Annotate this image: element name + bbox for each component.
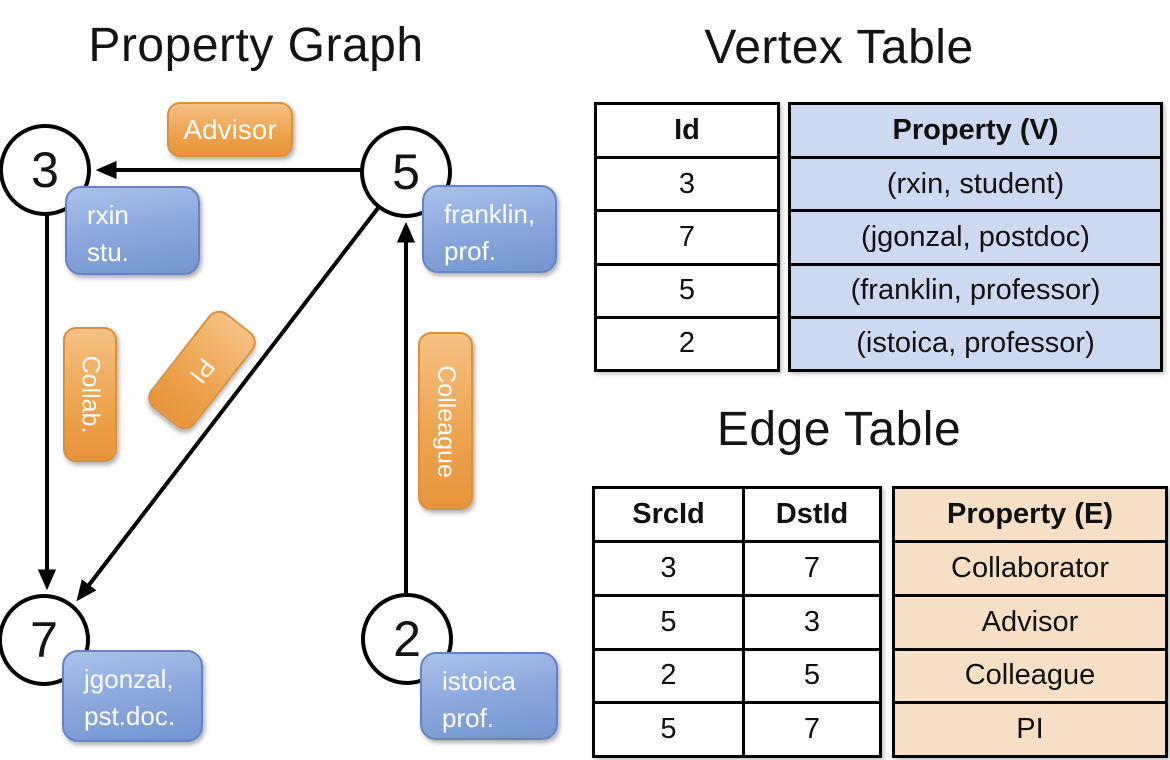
node-properties-7-line2: pst.doc.: [84, 700, 176, 731]
edge-table-property-cell: Advisor: [895, 593, 1165, 648]
edge-label-collab: Collab.: [63, 327, 117, 462]
vertex-table-id-column: Id 3 7 5 2: [594, 102, 780, 372]
node-properties-5-line1: franklin,: [444, 199, 536, 229]
edge-table-srcid-cell: 5: [595, 593, 745, 648]
edge-label-pi: PI: [142, 305, 262, 435]
edge-table-srcid-cell: 3: [595, 540, 745, 594]
edge-table-srcid-cell: 2: [595, 647, 745, 702]
node-properties-5: franklin, prof.: [422, 185, 557, 273]
node-properties-2-line2: prof.: [442, 702, 495, 733]
edge-table-header-property: Property (E): [947, 498, 1113, 530]
node-id-2: 2: [393, 611, 421, 667]
vertex-table-property-cell: (franklin, professor): [791, 262, 1160, 316]
edge-table-property-column: Property (E) Collaborator Advisor Collea…: [892, 486, 1168, 758]
edge-table-property-cell: PI: [895, 701, 1165, 755]
edge-table-dstid-cell: 3: [745, 593, 879, 648]
node-properties-3: rxin stu.: [65, 186, 200, 275]
node-properties-7-line1: jgonzal,: [84, 664, 174, 694]
edge-table-header-srcid: SrcId: [595, 489, 745, 540]
property-graph-title: Property Graph: [88, 19, 424, 72]
vertex-table-header-property: Property (V): [892, 114, 1059, 146]
vertex-table-property-cell: (istoica, professor): [791, 315, 1160, 369]
node-properties-3-line2: stu.: [87, 236, 129, 267]
edge-table-srcid-cell: 5: [595, 701, 745, 755]
edge-label-pi-text: PI: [184, 352, 221, 389]
edge-label-colleague-text: Colleague: [432, 364, 460, 478]
edge-label-collab-text: Collab.: [76, 355, 105, 434]
node-properties-7: jgonzal, pst.doc.: [62, 650, 203, 742]
vertex-table-id-cell: 7: [597, 209, 777, 262]
edge-table-id-columns: SrcId DstId 3 7 5 3 2 5 5 7: [592, 486, 882, 758]
edge-table-dstid-cell: 5: [745, 647, 879, 702]
edge-table-dstid-cell: 7: [745, 701, 879, 755]
edge-table-property-cell: Collaborator: [895, 540, 1165, 594]
node-id-7: 7: [30, 612, 58, 668]
vertex-table-title: Vertex Table: [704, 21, 974, 74]
node-properties-5-line2: prof.: [444, 235, 497, 266]
node-id-5: 5: [392, 144, 420, 200]
edge-table-header-dstid: DstId: [775, 498, 849, 530]
vertex-table-property-cell: (rxin, student): [791, 156, 1160, 209]
node-id-3: 3: [31, 142, 59, 198]
vertex-table-header-id: Id: [674, 114, 700, 146]
edge-table-title: Edge Table: [716, 403, 962, 456]
edge-table-dstid-cell: 7: [745, 540, 879, 594]
node-properties-2-line1: istoica: [442, 666, 516, 696]
node-properties-3-line1: rxin: [87, 200, 129, 230]
vertex-table-property-column: Property (V) (rxin, student) (jgonzal, p…: [788, 102, 1163, 372]
node-properties-2: istoica prof.: [420, 652, 558, 740]
vertex-table-id-cell: 5: [597, 262, 777, 316]
edge-table-property-cell: Colleague: [895, 647, 1165, 702]
edge-label-colleague: Colleague: [418, 332, 473, 510]
vertex-table-id-cell: 2: [597, 315, 777, 369]
vertex-table-id-cell: 3: [597, 156, 777, 209]
edge-label-advisor-text: Advisor: [183, 113, 277, 145]
vertex-table-property-cell: (jgonzal, postdoc): [791, 209, 1160, 262]
edge-label-advisor: Advisor: [167, 102, 293, 157]
